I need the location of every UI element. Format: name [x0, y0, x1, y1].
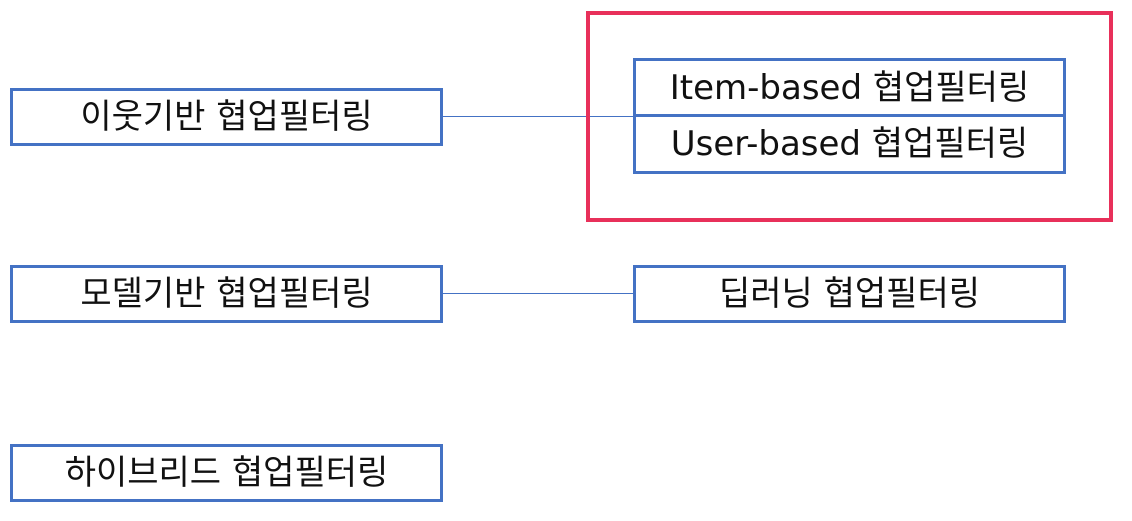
- node-deep-learning-label: 딥러닝 협업필터링: [718, 274, 981, 314]
- node-user-based: User-based 협업필터링: [633, 114, 1066, 174]
- node-hybrid: 하이브리드 협업필터링: [10, 444, 443, 502]
- node-neighbor-based-label: 이웃기반 협업필터링: [80, 97, 373, 137]
- node-user-based-label: User-based 협업필터링: [670, 124, 1029, 164]
- node-item-based-label: Item-based 협업필터링: [669, 67, 1030, 108]
- node-model-based-label: 모델기반 협업필터링: [80, 274, 373, 314]
- connector-model-to-deep-learning: [443, 293, 633, 294]
- highlight-frame: [586, 11, 1113, 222]
- node-hybrid-label: 하이브리드 협업필터링: [64, 453, 389, 493]
- node-model-based: 모델기반 협업필터링: [10, 265, 443, 323]
- node-deep-learning: 딥러닝 협업필터링: [633, 265, 1066, 323]
- node-neighbor-based: 이웃기반 협업필터링: [10, 88, 443, 146]
- connector-neighbor-to-subtypes: [443, 116, 633, 117]
